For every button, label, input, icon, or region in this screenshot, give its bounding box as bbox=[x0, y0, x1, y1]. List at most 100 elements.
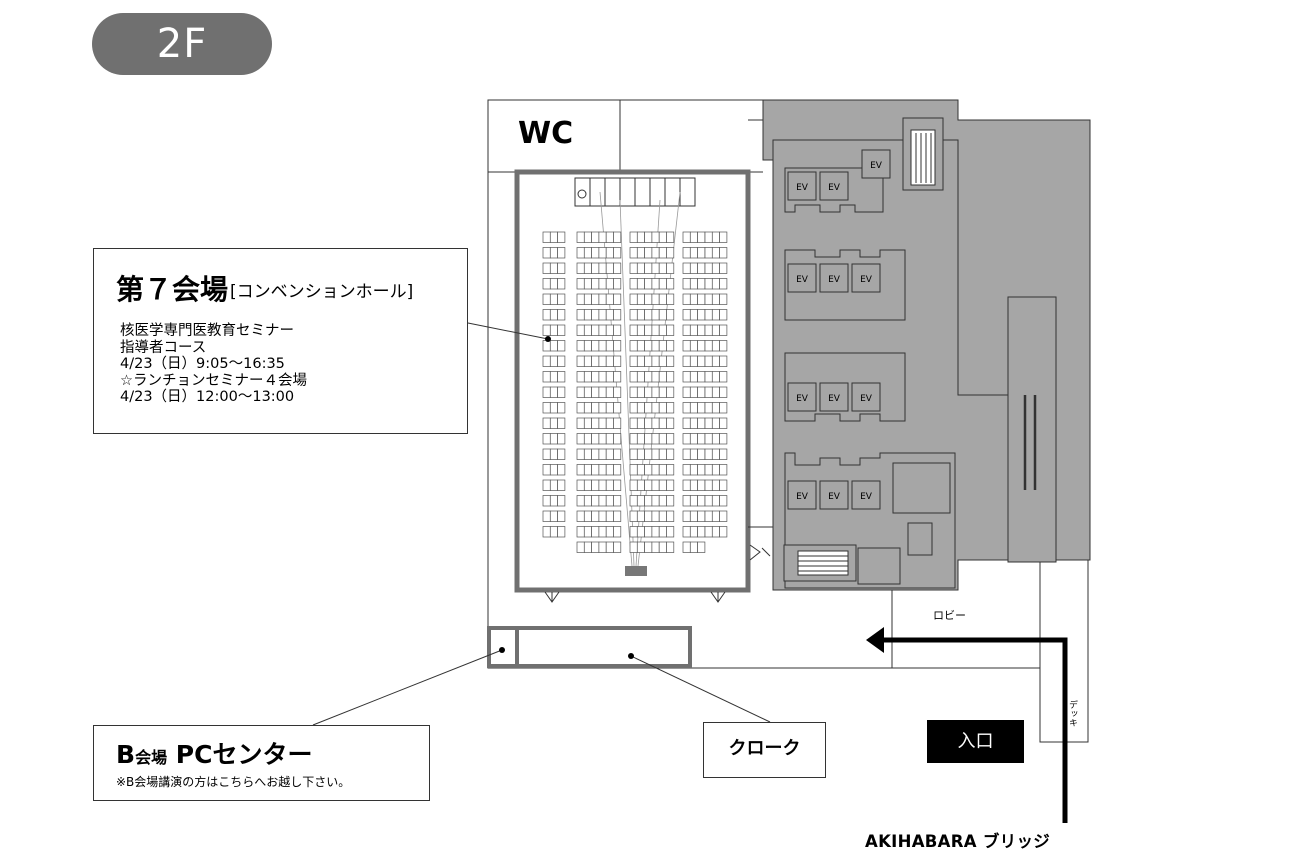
seat bbox=[719, 526, 728, 538]
seat bbox=[658, 371, 667, 383]
seat bbox=[549, 479, 558, 491]
seat bbox=[704, 231, 713, 243]
seat bbox=[689, 417, 698, 429]
seat bbox=[651, 495, 660, 507]
seat bbox=[719, 262, 728, 274]
seat bbox=[613, 371, 622, 383]
seat bbox=[576, 355, 585, 367]
seat bbox=[711, 371, 720, 383]
seat bbox=[644, 541, 653, 553]
elevator-label: EV bbox=[828, 492, 841, 502]
seat bbox=[636, 355, 645, 367]
elevator-box bbox=[819, 382, 849, 412]
seat bbox=[689, 293, 698, 305]
seat bbox=[605, 340, 614, 352]
seat bbox=[557, 371, 566, 383]
elevator-box bbox=[787, 382, 817, 412]
seat bbox=[605, 278, 614, 290]
seat bbox=[666, 355, 675, 367]
seat bbox=[689, 262, 698, 274]
seat bbox=[636, 262, 645, 274]
seat bbox=[644, 448, 653, 460]
seat bbox=[549, 340, 558, 352]
seat bbox=[719, 371, 728, 383]
seat bbox=[613, 479, 622, 491]
seat bbox=[682, 293, 691, 305]
seat bbox=[719, 417, 728, 429]
seat bbox=[704, 479, 713, 491]
seat bbox=[644, 386, 653, 398]
seat bbox=[711, 510, 720, 522]
pc-center-kaijo: 会場 bbox=[135, 748, 168, 767]
seat bbox=[651, 402, 660, 414]
seat bbox=[711, 340, 720, 352]
seat bbox=[719, 495, 728, 507]
pc-center-room[interactable] bbox=[487, 626, 519, 668]
seat bbox=[689, 231, 698, 243]
seat bbox=[583, 262, 592, 274]
seat bbox=[711, 355, 720, 367]
pc-center-b: B bbox=[116, 740, 136, 769]
seat bbox=[636, 247, 645, 259]
elevator-label: EV bbox=[796, 275, 809, 285]
seat bbox=[651, 340, 660, 352]
seat bbox=[629, 479, 638, 491]
seat bbox=[583, 479, 592, 491]
seat bbox=[644, 433, 653, 445]
seat bbox=[629, 433, 638, 445]
seat bbox=[557, 386, 566, 398]
route-arrow bbox=[866, 627, 1068, 823]
seat bbox=[651, 247, 660, 259]
seat bbox=[719, 309, 728, 321]
seat bbox=[549, 386, 558, 398]
seat bbox=[689, 247, 698, 259]
seat bbox=[658, 309, 667, 321]
seat bbox=[557, 278, 566, 290]
seat bbox=[605, 464, 614, 476]
seat bbox=[613, 309, 622, 321]
seat bbox=[557, 340, 566, 352]
cloak-room[interactable] bbox=[515, 626, 692, 668]
seat bbox=[666, 386, 675, 398]
seat bbox=[542, 278, 551, 290]
seat bbox=[636, 510, 645, 522]
seat bbox=[636, 231, 645, 243]
seat bbox=[557, 309, 566, 321]
seat bbox=[629, 262, 638, 274]
seat bbox=[629, 495, 638, 507]
seat bbox=[689, 371, 698, 383]
seat bbox=[542, 247, 551, 259]
seat bbox=[629, 309, 638, 321]
seat bbox=[719, 479, 728, 491]
seat bbox=[697, 324, 706, 336]
seat bbox=[605, 247, 614, 259]
seat bbox=[636, 402, 645, 414]
seat bbox=[689, 479, 698, 491]
seat bbox=[666, 324, 675, 336]
seat bbox=[666, 231, 675, 243]
seat bbox=[591, 402, 600, 414]
seat bbox=[591, 464, 600, 476]
seat bbox=[542, 495, 551, 507]
seat bbox=[598, 479, 607, 491]
seat bbox=[598, 510, 607, 522]
seat bbox=[651, 231, 660, 243]
seat bbox=[542, 293, 551, 305]
seat bbox=[636, 278, 645, 290]
seat bbox=[583, 278, 592, 290]
seat bbox=[644, 340, 653, 352]
seat bbox=[583, 371, 592, 383]
seat bbox=[605, 541, 614, 553]
seat bbox=[629, 293, 638, 305]
seat bbox=[682, 510, 691, 522]
seat bbox=[711, 293, 720, 305]
seat bbox=[704, 402, 713, 414]
seat bbox=[697, 541, 706, 553]
seat bbox=[576, 464, 585, 476]
elevator-label: EV bbox=[860, 394, 873, 404]
venue7-title: 第７会場[コンベンションホール] bbox=[116, 273, 467, 309]
seat bbox=[666, 293, 675, 305]
seat bbox=[557, 464, 566, 476]
seat bbox=[719, 448, 728, 460]
